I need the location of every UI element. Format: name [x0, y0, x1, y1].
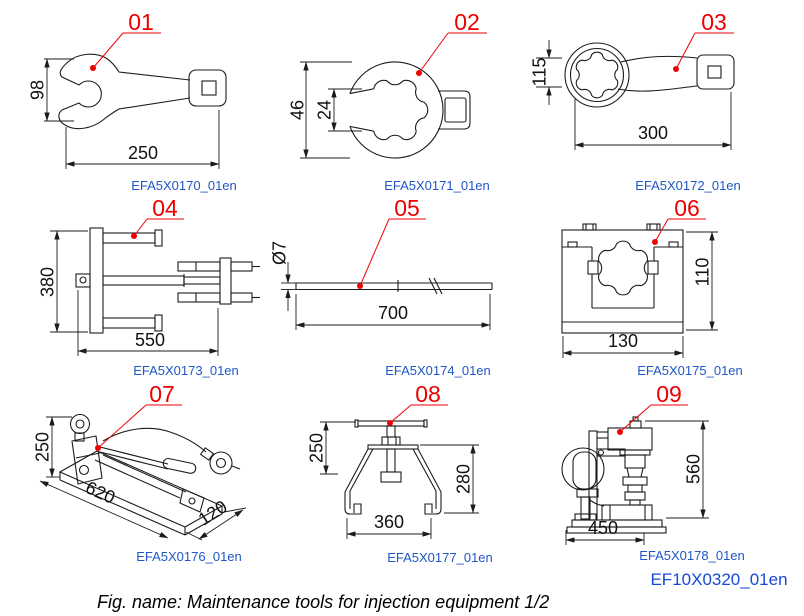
tool-08-drawing: [344, 419, 442, 515]
tool-08-dim-width: 360: [374, 512, 404, 532]
tool-04-dim-height: 380: [37, 267, 57, 297]
tool-04-dim-width: 550: [135, 330, 165, 350]
tool-06-dimensions: 110 130: [562, 231, 718, 358]
tool-04-dimensions: 380 550: [37, 230, 219, 356]
tool-03-code: EFA5X0172_01en: [635, 178, 741, 193]
tool-04-drawing: [75, 227, 260, 334]
tool-01-dimensions: 98 250: [27, 58, 220, 169]
tool-02-dimensions: 46 24: [287, 61, 362, 159]
tool-09-drawing: [561, 416, 667, 534]
tool-07-callout: [95, 404, 182, 451]
tool-09-callout: [617, 404, 688, 435]
tool-03: 115 300 03 EFA5X0172_01en: [529, 9, 740, 193]
tool-07-dim-height: 250: [32, 432, 52, 462]
tool-01: 98 250 01 EFA5X0170_01en: [27, 9, 236, 193]
tool-03-drawing: [564, 42, 735, 108]
tool-06-dim-height: 110: [692, 258, 712, 287]
tool-03-dim-head: 115: [529, 58, 549, 87]
tool-07: 250 620 120 07 EFA5X0176_01en: [32, 381, 247, 564]
tool-01-number: 01: [128, 9, 154, 35]
tool-05-code: EFA5X0174_01en: [385, 363, 491, 378]
tool-07-dim-depth: 120: [195, 496, 231, 529]
tool-08-code: EFA5X0177_01en: [387, 550, 493, 565]
tool-06: 110 130 06 EFA5X0175_01en: [561, 195, 743, 378]
tool-08-dimensions: 250 280 360: [306, 421, 479, 539]
tool-02-number: 02: [454, 9, 480, 35]
tool-03-number: 03: [701, 9, 727, 35]
tool-06-number: 06: [674, 195, 700, 221]
tool-07-code: EFA5X0176_01en: [136, 549, 242, 564]
tool-09: 560 450 09 EFA5X0178_01en: [561, 381, 745, 563]
tool-05-number: 05: [394, 195, 420, 221]
tool-08-dim-height: 280: [453, 464, 473, 494]
tool-07-number: 07: [149, 381, 175, 407]
tool-08-number: 08: [415, 381, 441, 407]
tool-04-code: EFA5X0173_01en: [133, 363, 239, 378]
tool-02-code: EFA5X0171_01en: [384, 178, 490, 193]
tool-01-callout: [90, 32, 161, 71]
tool-06-drawing: [561, 223, 684, 334]
tool-01-drawing: [58, 53, 227, 130]
tool-05-dimensions: Ø7 700: [269, 241, 491, 330]
tool-02: 46 24 02 EFA5X0171_01en: [287, 9, 489, 193]
tool-02-drawing: [349, 61, 471, 159]
tool-03-callout: [673, 32, 734, 72]
tool-08: 250 280 360 08 EFA5X0177_01en: [306, 381, 492, 565]
tool-09-dimensions: 560 450: [565, 420, 709, 545]
tool-05: Ø7 700 05 EFA5X0174_01en: [269, 195, 493, 378]
tool-03-dim-length: 300: [638, 123, 668, 143]
tool-09-number: 09: [656, 381, 682, 407]
tool-08-dim-screw: 250: [306, 433, 326, 463]
tool-09-dim-height: 560: [683, 454, 703, 484]
tool-05-callout: [357, 218, 426, 289]
tool-09-code: EFA5X0178_01en: [639, 548, 745, 563]
tool-06-code: EFA5X0175_01en: [637, 363, 743, 378]
tool-04-number: 04: [152, 195, 178, 221]
figure-caption: Fig. name: Maintenance tools for injecti…: [97, 592, 549, 612]
figure-doc-code: EF10X0320_01en: [650, 570, 787, 589]
tool-02-dim-opening: 24: [314, 100, 334, 120]
tool-01-code: EFA5X0170_01en: [131, 178, 237, 193]
tool-06-callout: [652, 218, 706, 245]
tool-05-drawing: [295, 277, 493, 295]
tool-02-callout: [416, 32, 487, 76]
tool-01-dim-length: 250: [128, 143, 158, 163]
tool-03-dimensions: 115 300: [529, 40, 732, 150]
tool-05-dim-length: 700: [378, 303, 408, 323]
tool-05-dim-diameter: Ø7: [269, 241, 289, 265]
tool-07-dimensions: 250 620 120: [32, 416, 247, 541]
tool-06-dim-width: 130: [608, 331, 638, 351]
tool-08-callout: [387, 404, 448, 426]
tool-04-callout: [131, 218, 184, 239]
tool-04: 380 550 04 EFA5X0173_01en: [37, 195, 260, 378]
tool-09-dim-width: 450: [588, 518, 618, 538]
tool-02-dim-outer: 46: [287, 100, 307, 120]
tool-01-dim-height: 98: [27, 80, 47, 100]
